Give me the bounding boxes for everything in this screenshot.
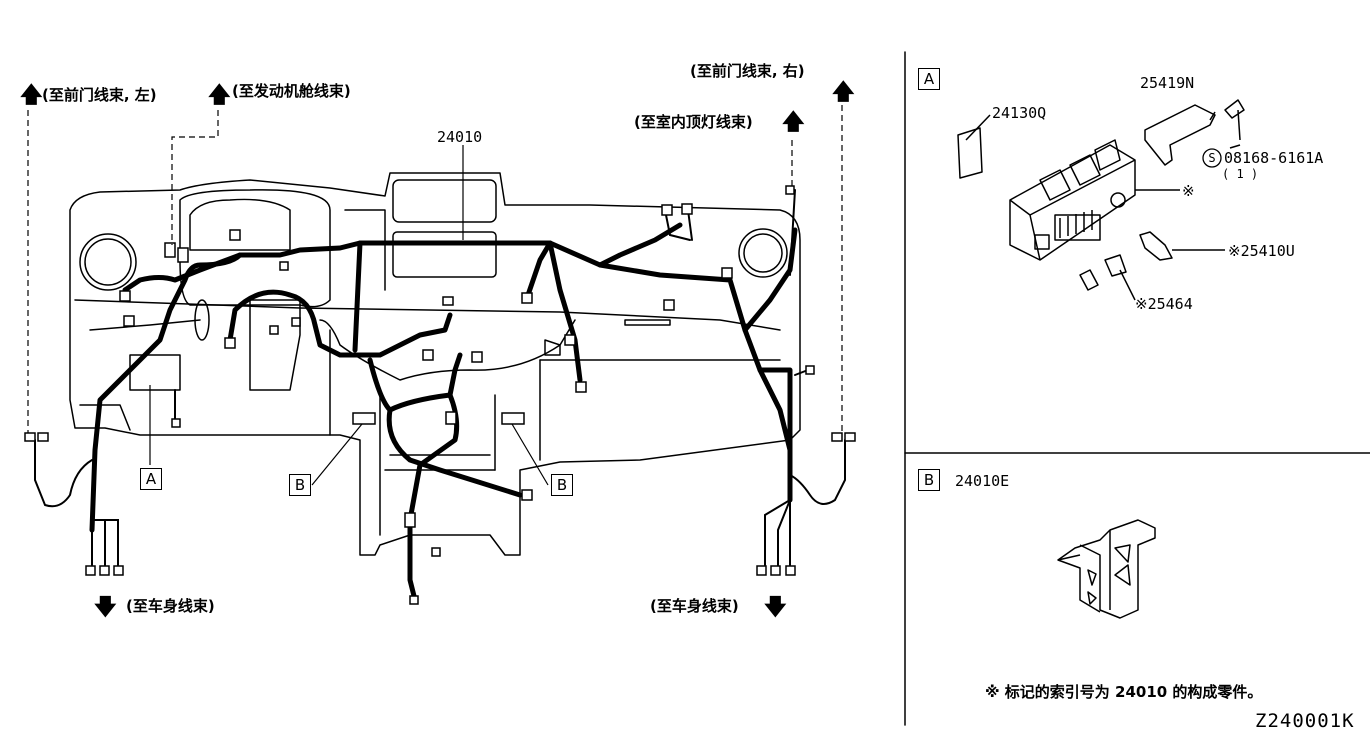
dashboard-outline	[69, 172, 801, 556]
detail-b-tag: B	[918, 469, 940, 491]
part-25410u: ※25410U	[1228, 242, 1295, 260]
part-08168-6161a: 08168-6161A	[1224, 149, 1324, 167]
callout-b-right: B	[551, 474, 573, 496]
label-body-right: (至车身线束)	[650, 597, 739, 615]
arrow-up-icon: 🡅	[782, 110, 805, 135]
fuse-block	[1009, 144, 1136, 261]
part-qty: ( 1 )	[1222, 167, 1259, 181]
arrow-up-icon: 🡅	[20, 83, 43, 108]
part-24010e: 24010E	[955, 472, 1010, 490]
bolt	[1224, 99, 1245, 119]
label-engine-room: (至发动机舱线束)	[232, 82, 351, 100]
part-25464: ※25464	[1135, 295, 1193, 313]
arrow-down-icon: 🡇	[94, 595, 117, 620]
callout-a: A	[140, 468, 162, 490]
label-front-door-right: (至前门线束, 右)	[690, 62, 805, 80]
label-front-door-left: (至前门线束, 左)	[42, 86, 157, 104]
label-body-left: (至车身线束)	[126, 597, 215, 615]
destination-routes	[27, 105, 843, 433]
arrow-up-icon: 🡅	[208, 83, 231, 108]
harness-branches	[34, 189, 846, 566]
part-25419n: 25419N	[1140, 74, 1195, 92]
arrow-up-icon: 🡅	[832, 80, 855, 105]
connectors	[24, 185, 856, 605]
arrow-down-icon: 🡇	[764, 595, 787, 620]
detail-a-tag: A	[918, 68, 940, 90]
detail-b-drawing	[1057, 519, 1156, 619]
fuse-relay	[957, 127, 983, 179]
s-symbol: S	[1208, 151, 1216, 165]
leader-lines	[149, 145, 549, 486]
label-room-lamp: (至室内顶灯线束)	[634, 113, 753, 131]
diagram-code: Z240001K	[1255, 710, 1355, 732]
callout-b-left: B	[289, 474, 311, 496]
relay-25410u	[1139, 231, 1173, 261]
footnote: ※ 标记的索引号为 24010 的构成零件。	[985, 683, 1263, 701]
part-24130q: 24130Q	[992, 104, 1047, 122]
fuse-25464	[1079, 269, 1099, 291]
detail-a-drawing	[957, 99, 1245, 301]
bracket	[1144, 104, 1216, 166]
part-number-main: 24010	[437, 128, 483, 146]
s-symbol-circle	[1202, 148, 1222, 168]
part-asterisk: ※	[1182, 182, 1195, 200]
harness-main	[89, 222, 798, 603]
